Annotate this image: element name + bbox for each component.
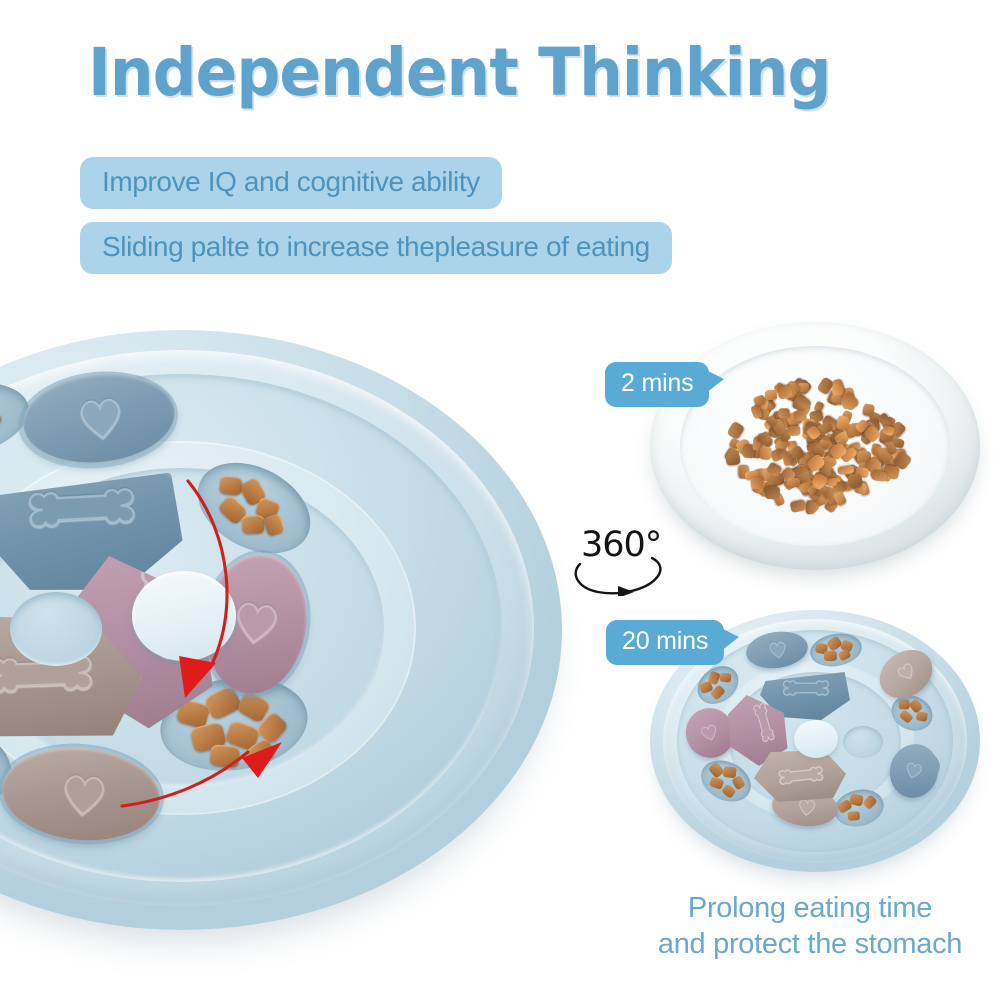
bone-icon (782, 680, 830, 696)
page-title: Independent Thinking (88, 34, 831, 111)
kibble-piece (765, 390, 778, 401)
kibble-piece (758, 433, 771, 443)
wedge-slider-blue-bone[interactable] (0, 465, 185, 598)
small-empty-wedge-slot (843, 726, 883, 758)
heart-icon (897, 663, 913, 679)
rotation-badge-label: 360° (581, 525, 662, 565)
heart-icon (701, 724, 717, 741)
bone-icon (26, 483, 138, 533)
kibble-piece (870, 470, 887, 483)
rotation-badge: 360° (568, 528, 668, 596)
oval-slider-blue-heart-top[interactable] (18, 366, 180, 470)
secondary-product-photo (650, 610, 980, 895)
kibble-piece (776, 384, 793, 400)
kibble-piece (782, 453, 792, 466)
kibble-piece (790, 499, 808, 513)
small-oval-slider-blue-heart-top[interactable] (743, 627, 811, 673)
bone-icon (753, 702, 775, 743)
kibble-piece (726, 420, 745, 440)
heart-icon (80, 398, 121, 440)
wedge-slider-taupe-bone[interactable] (0, 609, 146, 747)
heart-icon (64, 775, 105, 816)
small-center-hub (794, 720, 838, 758)
bubble-tail-icon (706, 370, 725, 393)
feature-pill-sliding-plate: Sliding palte to increase thepleasure of… (80, 222, 672, 274)
caption-line-2: and protect the stomach (657, 928, 963, 960)
small-oval-slider-taupe-heart-right[interactable] (870, 640, 942, 708)
kibble-piece (836, 415, 850, 431)
bubble-tail-icon (721, 628, 740, 651)
feature-pill-iq: Improve IQ and cognitive ability (80, 157, 502, 209)
small-wedge-taupe-bone[interactable] (754, 750, 846, 802)
rotate-arrow-icon (574, 556, 662, 596)
center-hub (132, 571, 236, 661)
plate-photo (650, 322, 980, 570)
empty-wedge-slot (10, 592, 102, 666)
bottom-caption: Prolong eating time and protect the stom… (620, 890, 1000, 962)
kibble-piece (758, 445, 773, 461)
kibble-piece (786, 477, 801, 487)
kibble-piece (778, 408, 790, 419)
oval-slider-taupe-heart-bottom[interactable] (0, 741, 164, 847)
small-oval-slider-mauve-heart-left[interactable] (679, 701, 741, 765)
callout-2-mins: 2 mins (605, 362, 725, 407)
kibble-piece (847, 473, 862, 488)
kibble-piece (831, 383, 844, 396)
heart-icon (769, 641, 786, 659)
caption-line-1: Prolong eating time (687, 892, 933, 924)
heart-icon (237, 602, 277, 644)
bone-icon (778, 766, 824, 785)
heart-icon (906, 762, 922, 779)
small-oval-slider-taupe-heart-bottom[interactable] (770, 784, 840, 830)
callout-20-mins-label: 20 mins (622, 627, 709, 655)
bone-icon (0, 650, 95, 698)
kibble-piece (764, 486, 781, 500)
main-product-photo (0, 330, 562, 962)
oval-slider-mauve-heart-right[interactable] (196, 547, 316, 701)
kibble-piece (725, 452, 741, 467)
callout-20-mins: 20 mins (606, 620, 740, 665)
callout-2-mins-label: 2 mins (621, 369, 694, 397)
kibble-piece (750, 477, 764, 490)
kibble-pile (650, 322, 980, 570)
heart-icon (799, 799, 816, 817)
small-oval-slider-blue-heart-lower-right[interactable] (884, 738, 944, 804)
kibble-piece (787, 426, 801, 437)
